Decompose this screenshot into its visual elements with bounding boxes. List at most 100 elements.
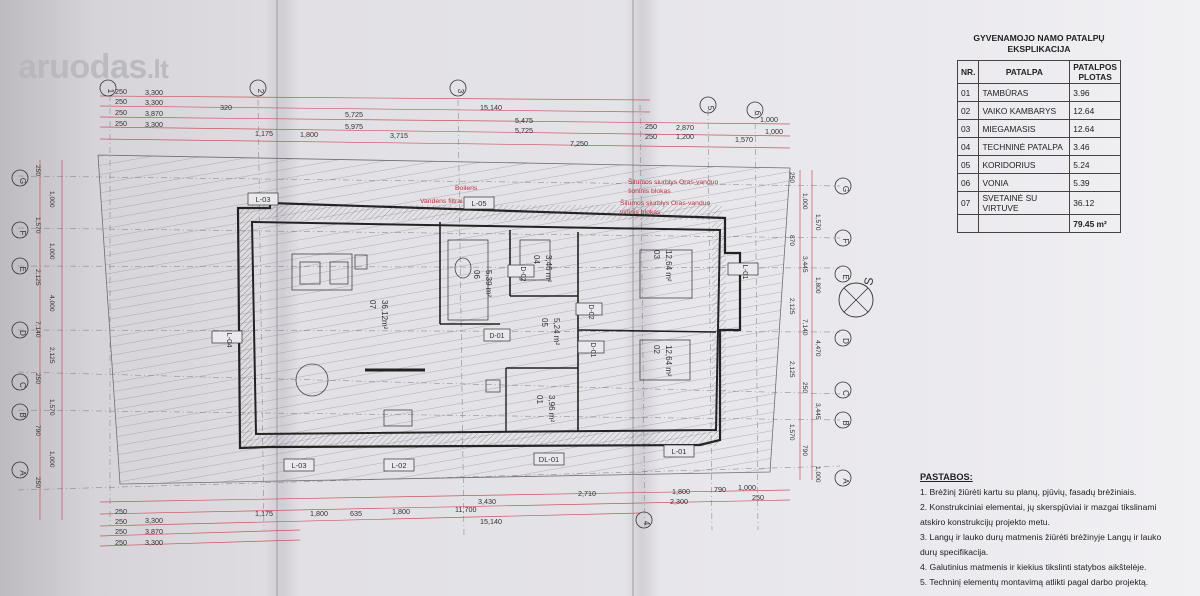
axis-bubble: [11, 257, 29, 275]
equipment-label: Vandens filtrai: [420, 198, 463, 205]
dimension-label: 1,000: [814, 466, 821, 483]
dimension-label: 250: [115, 119, 127, 128]
axis-bubble: [834, 265, 852, 283]
dimension-label: 1,570: [735, 135, 753, 144]
wall-label: L-03: [291, 461, 306, 470]
dimension-label: 5,725: [345, 110, 363, 119]
axis-bubble-label: F: [841, 239, 850, 244]
dimension-label: 3,300: [145, 516, 163, 525]
axis-bubble: [11, 321, 29, 339]
dimension-label: 250: [115, 527, 127, 536]
room-number: 03: [652, 250, 661, 259]
dimension-label: 250: [115, 108, 127, 117]
axis-bubble-label: C: [841, 390, 850, 396]
note-line: 5. Techninį elementų montavimą atlikti p…: [920, 577, 1149, 587]
dimension-label: 3,300: [145, 88, 163, 97]
dimension-label: 870: [788, 235, 795, 246]
axis-bubble-label: 6: [753, 111, 762, 116]
dimension-label: 250: [34, 165, 41, 176]
dimension-label: 1,000: [801, 193, 808, 210]
axis-bubble: [11, 403, 29, 421]
dimension-label: 1,570: [34, 217, 41, 234]
dimension-label: 1,000: [760, 115, 778, 124]
axis-bubble: [834, 381, 852, 399]
dimension-label: 4,470: [814, 340, 821, 357]
dimension-label: 250: [115, 87, 127, 96]
wall-label-box: [211, 330, 243, 344]
dimension-label: 790: [801, 445, 808, 456]
axis-bubble-label: E: [841, 274, 850, 279]
dimension-label: 2,125: [788, 361, 795, 378]
dimension-label: 1,800: [310, 509, 328, 518]
wall-label-box: [383, 458, 415, 472]
dimension-label: 2,125: [48, 347, 55, 364]
dimension-label: 250: [752, 493, 764, 502]
equipment-label: šoninis blokas: [628, 188, 671, 195]
dimension-label: 3,870: [145, 109, 163, 118]
notes-block: PASTABOS: 1. Brėžinį žiūrėti kartu su pl…: [920, 472, 1200, 592]
dimension-label: 3,300: [145, 538, 163, 547]
dimension-label: 5,725: [515, 126, 533, 135]
axis-bubble: [834, 329, 852, 347]
axis-bubble-label: A: [841, 478, 850, 484]
dimension-label: 250: [34, 477, 41, 488]
wall-label-box: [463, 196, 495, 210]
wall-label: DL-01: [539, 455, 559, 464]
wall-label: L-02: [391, 461, 406, 470]
building-walls: [236, 201, 742, 450]
note-line: atskiro konstrukcijų projekto metu.: [920, 517, 1050, 527]
wall-label: L-04: [225, 332, 234, 347]
axis-bubble: [834, 229, 852, 247]
dimension-label: 1,175: [255, 509, 273, 518]
axis-bubble-label: B: [841, 420, 850, 425]
dimension-label: 15,140: [480, 103, 502, 112]
dimension-label: 1,200: [676, 132, 694, 141]
north-arrow: S: [838, 276, 876, 318]
dimension-label: 2,125: [34, 269, 41, 286]
equipment-label: Šilumos siurblys Oras-vanduo: [620, 198, 711, 207]
note-line: 3. Langų ir lauko durų matmenis žiūrėti …: [920, 532, 1162, 542]
axis-bubble: [11, 461, 29, 479]
room-area: 12,64 m²: [664, 250, 673, 282]
door-label-box: [575, 302, 603, 316]
header-room: PATALPA: [978, 60, 1071, 84]
dimension-label: 3,300: [145, 120, 163, 129]
axis-bubble-label: A: [18, 470, 27, 476]
axis-bubble: [11, 221, 29, 239]
wall-label-box: [283, 458, 315, 472]
room-number: 01: [535, 395, 544, 404]
note-line: durų specifikacija.: [920, 547, 989, 557]
dimension-label: 1,800: [392, 507, 410, 516]
room-number: 07: [368, 300, 377, 309]
axis-bubble-label: D: [18, 330, 27, 336]
equipment-label: Boileris: [455, 185, 478, 192]
room-number: 02: [652, 345, 661, 354]
dimension-label: 1,175: [255, 129, 273, 138]
axis-bubble-label: 5: [706, 106, 715, 111]
dimension-label: 3,300: [145, 98, 163, 107]
dimension-label: 2,870: [676, 123, 694, 132]
door-label-box: [483, 328, 511, 342]
note-line: 1. Brėžinį žiūrėti kartu su planų, pjūvi…: [920, 487, 1137, 497]
axis-bubble-label: F: [18, 231, 27, 236]
dimension-label: 1,000: [738, 483, 756, 492]
dimension-label: 790: [34, 425, 41, 436]
axis-bubble: [699, 96, 717, 114]
dimension-label: 1,000: [48, 191, 55, 208]
axis-bubble: [746, 101, 764, 119]
dimension-label: 250: [115, 507, 127, 516]
axis-bubble-label: 3: [456, 89, 465, 94]
dimension-label: 250: [115, 517, 127, 526]
room-area: 36,12m²: [380, 300, 389, 330]
axis-bubble-label: C: [18, 382, 27, 388]
